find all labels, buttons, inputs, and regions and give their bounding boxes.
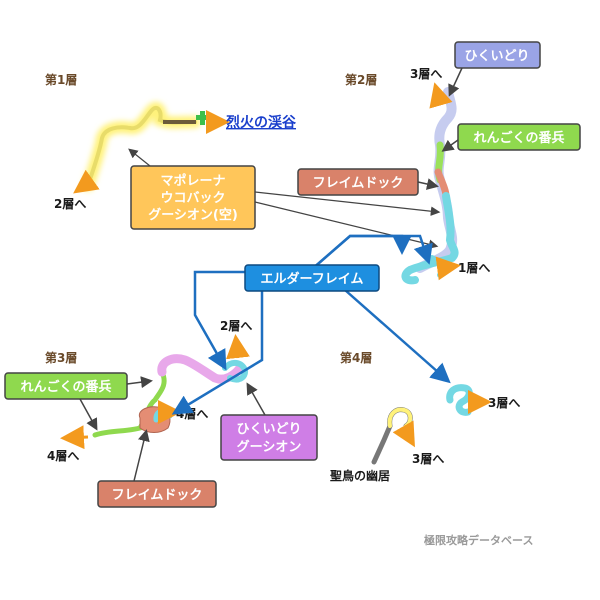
mapo-group-box: マポレーナ ウコバック グーシオン(空): [128, 148, 441, 249]
elder-flame-label: エルダーフレイム: [261, 271, 364, 287]
floor-1-path: [73, 102, 230, 194]
flame-dog-box-f3: フレイムドック: [97, 429, 217, 508]
rengoku-banpei-box-f3: れんごくの番兵: [4, 372, 153, 431]
hikui-dori-label-f3: ひくいどり: [236, 422, 301, 437]
floor-4-label: 第4層: [340, 350, 372, 365]
rengoku-banpei-label-f3: れんごくの番兵: [20, 379, 111, 395]
hikui-group-box: ひくいどり グーシオン: [220, 382, 318, 461]
gusion-label: グーシオン: [237, 439, 302, 455]
exit-f3-to-2: 2層へ: [220, 319, 252, 333]
exit-f4-to-3b: 3層へ: [412, 452, 444, 466]
ukobakku-label: ウコバック: [160, 191, 225, 206]
elder-flame-box: エルダーフレイム: [244, 264, 380, 292]
hikui-dori-label-f2: ひくいどり: [464, 49, 529, 64]
credit-text: 極限攻略データベース: [423, 533, 533, 547]
floor-3-label: 第3層: [45, 350, 77, 365]
exit-f4-to-3a: 3層へ: [488, 396, 520, 410]
rengoku-banpei-label-f2: れんごくの番兵: [473, 130, 564, 146]
shrine-label: 聖鳥の幽居: [330, 468, 390, 483]
flame-dog-box-f2: フレイムドック: [297, 168, 439, 196]
exit-f1-to-2: 2層へ: [54, 197, 86, 211]
valley-link[interactable]: 烈火の渓谷: [226, 114, 297, 131]
floor-4-path: [371, 384, 492, 465]
floor-1-label: 第1層: [45, 72, 77, 87]
mapo-label: マポレーナ: [160, 173, 225, 189]
flame-dog-label-f2: フレイムドック: [313, 176, 404, 191]
floor-3-path: [60, 334, 250, 450]
exit-f2-to-3: 3層へ: [410, 67, 442, 81]
rengoku-banpei-box-f2: れんごくの番兵: [441, 123, 581, 152]
exit-f2-to-1: 1層へ: [458, 261, 490, 275]
floor-2-path: [401, 82, 461, 285]
hikui-dori-box-f2: ひくいどり: [448, 41, 541, 97]
elder-flame-pointers: [171, 234, 451, 415]
gusion-sky-label: グーシオン(空): [148, 207, 238, 223]
floor-2-label: 第2層: [345, 72, 377, 87]
flame-dog-label-f3: フレイムドック: [112, 488, 203, 503]
green-cross-icon: [196, 111, 210, 125]
exit-f3-to-4b: 4層へ: [47, 449, 79, 463]
